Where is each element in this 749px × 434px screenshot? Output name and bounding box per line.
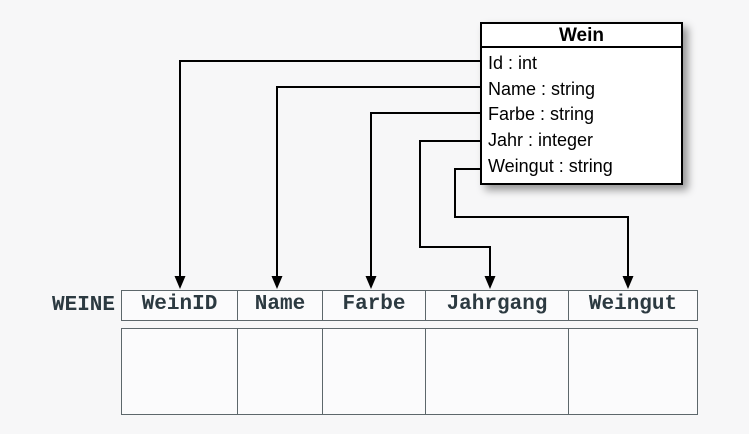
column-header-weinid: WeinID	[141, 293, 218, 316]
connector-name-to-name	[276, 86, 482, 276]
table-header-row: WeinID Name Farbe Jahrgang Weingut	[121, 290, 698, 321]
connector-id-to-weinid	[179, 60, 482, 276]
table-name-label: WEINE	[51, 294, 115, 317]
table-cell-empty	[237, 329, 322, 414]
column-header-farbe: Farbe	[322, 291, 425, 320]
arrowhead-weingut	[622, 276, 634, 289]
connector-weingut-to-weingut	[454, 168, 629, 276]
uml-attribute-compartment: Id : int Name : string Farbe : string Ja…	[482, 48, 681, 181]
uml-attribute-farbe: Farbe : string	[488, 104, 595, 125]
connector-farbe-to-farbe	[370, 112, 482, 276]
arrowhead-weinid	[174, 276, 186, 289]
column-header-weingut: Weingut	[568, 291, 697, 320]
uml-class-title: Wein	[482, 24, 681, 48]
uml-attribute-id: Id : int	[488, 52, 538, 73]
uml-class-box-wein: Wein Id : int Name : string Farbe : stri…	[480, 22, 683, 185]
arrowhead-farbe	[365, 276, 377, 289]
table-body-row	[121, 328, 698, 415]
arrowhead-name	[271, 276, 283, 289]
uml-attribute-name: Name : string	[488, 78, 596, 99]
column-header-jahrgang: Jahrgang	[425, 291, 568, 320]
table-cell-empty	[322, 329, 425, 414]
table-cell-empty	[425, 329, 568, 414]
table-cell-empty	[122, 329, 237, 414]
table-cell-empty	[568, 329, 697, 414]
column-header-name: Name	[237, 291, 322, 320]
uml-attribute-jahr: Jahr : integer	[488, 130, 594, 151]
uml-attribute-weingut: Weingut : string	[488, 156, 613, 177]
arrowhead-jahrgang	[484, 276, 496, 289]
